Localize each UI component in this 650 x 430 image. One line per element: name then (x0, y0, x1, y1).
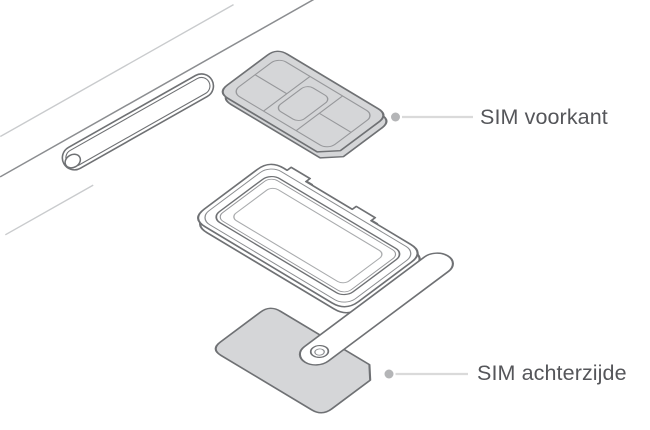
phone-edge-highlight-line (0, 3, 234, 138)
tray-end-cap (298, 252, 454, 366)
sim-card-front (221, 50, 385, 153)
sim-contact-divider (263, 76, 311, 112)
sim-card-back (214, 307, 372, 414)
callout-sim-front (391, 112, 473, 122)
sim-contact-divider (318, 112, 352, 133)
sim-card-back-face (214, 307, 372, 414)
callout-dot-front (391, 112, 400, 122)
phone-edge-line (0, 0, 317, 178)
sim-card-front-face (221, 50, 385, 153)
sim-tray (197, 163, 454, 366)
sim-contact-center-pad (277, 86, 329, 121)
tray-rim-line (204, 168, 412, 303)
eject-pin-hole (64, 153, 82, 169)
tray-recess-wall (219, 178, 397, 293)
sim-contact-divider (254, 74, 288, 95)
sim-contacts (235, 59, 371, 148)
label-sim-back: SIM achterzijde (477, 361, 627, 385)
phone-edge (0, 0, 317, 236)
sim-slot (61, 73, 215, 171)
callout-dot-back (384, 369, 394, 379)
callout-sim-back (384, 369, 468, 379)
tray-eject-hole-inner (314, 348, 325, 356)
tray-recess-floor (233, 187, 383, 284)
tray-recess (215, 175, 401, 296)
phone-edge-bottom-line (4, 184, 94, 236)
tray-eject-hole (309, 344, 330, 358)
label-sim-front: SIM voorkant (480, 105, 608, 129)
sim-slot-opening (61, 73, 215, 171)
tray-end-cap-bar (298, 252, 454, 366)
